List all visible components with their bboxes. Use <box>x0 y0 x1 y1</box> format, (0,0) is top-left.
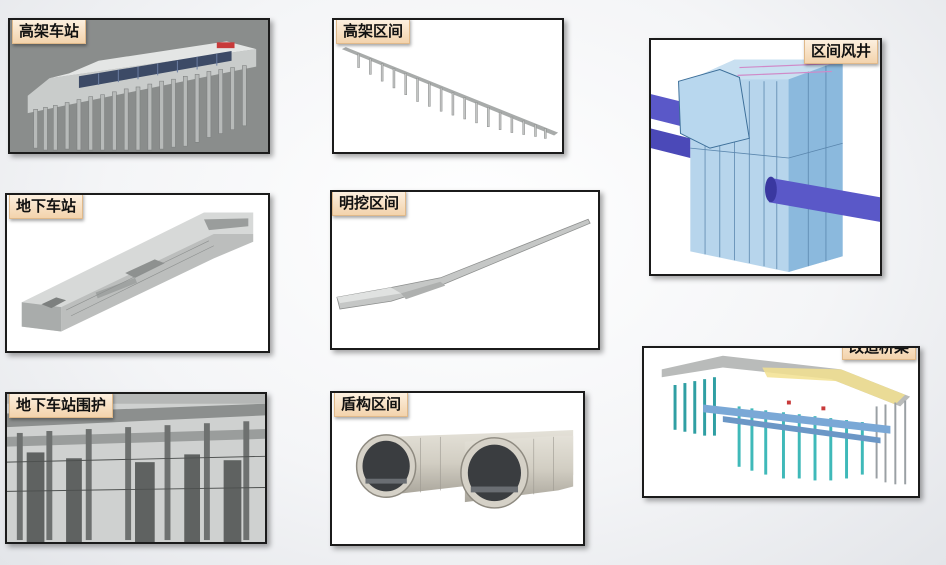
shield-section-model <box>332 393 583 544</box>
panel-bridge-reconstruction: 改造桥梁 <box>642 346 920 498</box>
panel-ventilation-shaft: 区间风井 <box>649 38 882 276</box>
label-shield-section: 盾构区间 <box>334 393 409 417</box>
underground-station-model <box>7 195 268 351</box>
label-bridge-reconstruction: 改造桥梁 <box>841 348 916 360</box>
label-elevated-station: 高架车站 <box>12 20 87 44</box>
label-elevated-section: 高架区间 <box>336 20 411 44</box>
elevated-station-model <box>10 20 268 152</box>
panel-open-cut-section: 明挖区间 <box>330 190 600 350</box>
panel-shield-section: 盾构区间 <box>330 391 585 546</box>
bridge-reconstruction-model <box>644 348 918 496</box>
panel-station-enclosure: 地下车站围护 <box>5 392 267 544</box>
open-cut-section-model <box>332 192 598 348</box>
panel-underground-station: 地下车站 <box>5 193 270 353</box>
station-enclosure-model <box>7 394 265 542</box>
ventilation-shaft-model <box>651 40 880 274</box>
label-ventilation-shaft: 区间风井 <box>803 40 878 64</box>
label-station-enclosure: 地下车站围护 <box>9 394 114 418</box>
panel-elevated-station: 高架车站 <box>8 18 270 154</box>
panel-elevated-section: 高架区间 <box>332 18 564 154</box>
label-open-cut-section: 明挖区间 <box>332 192 407 216</box>
label-underground-station: 地下车站 <box>9 195 84 219</box>
